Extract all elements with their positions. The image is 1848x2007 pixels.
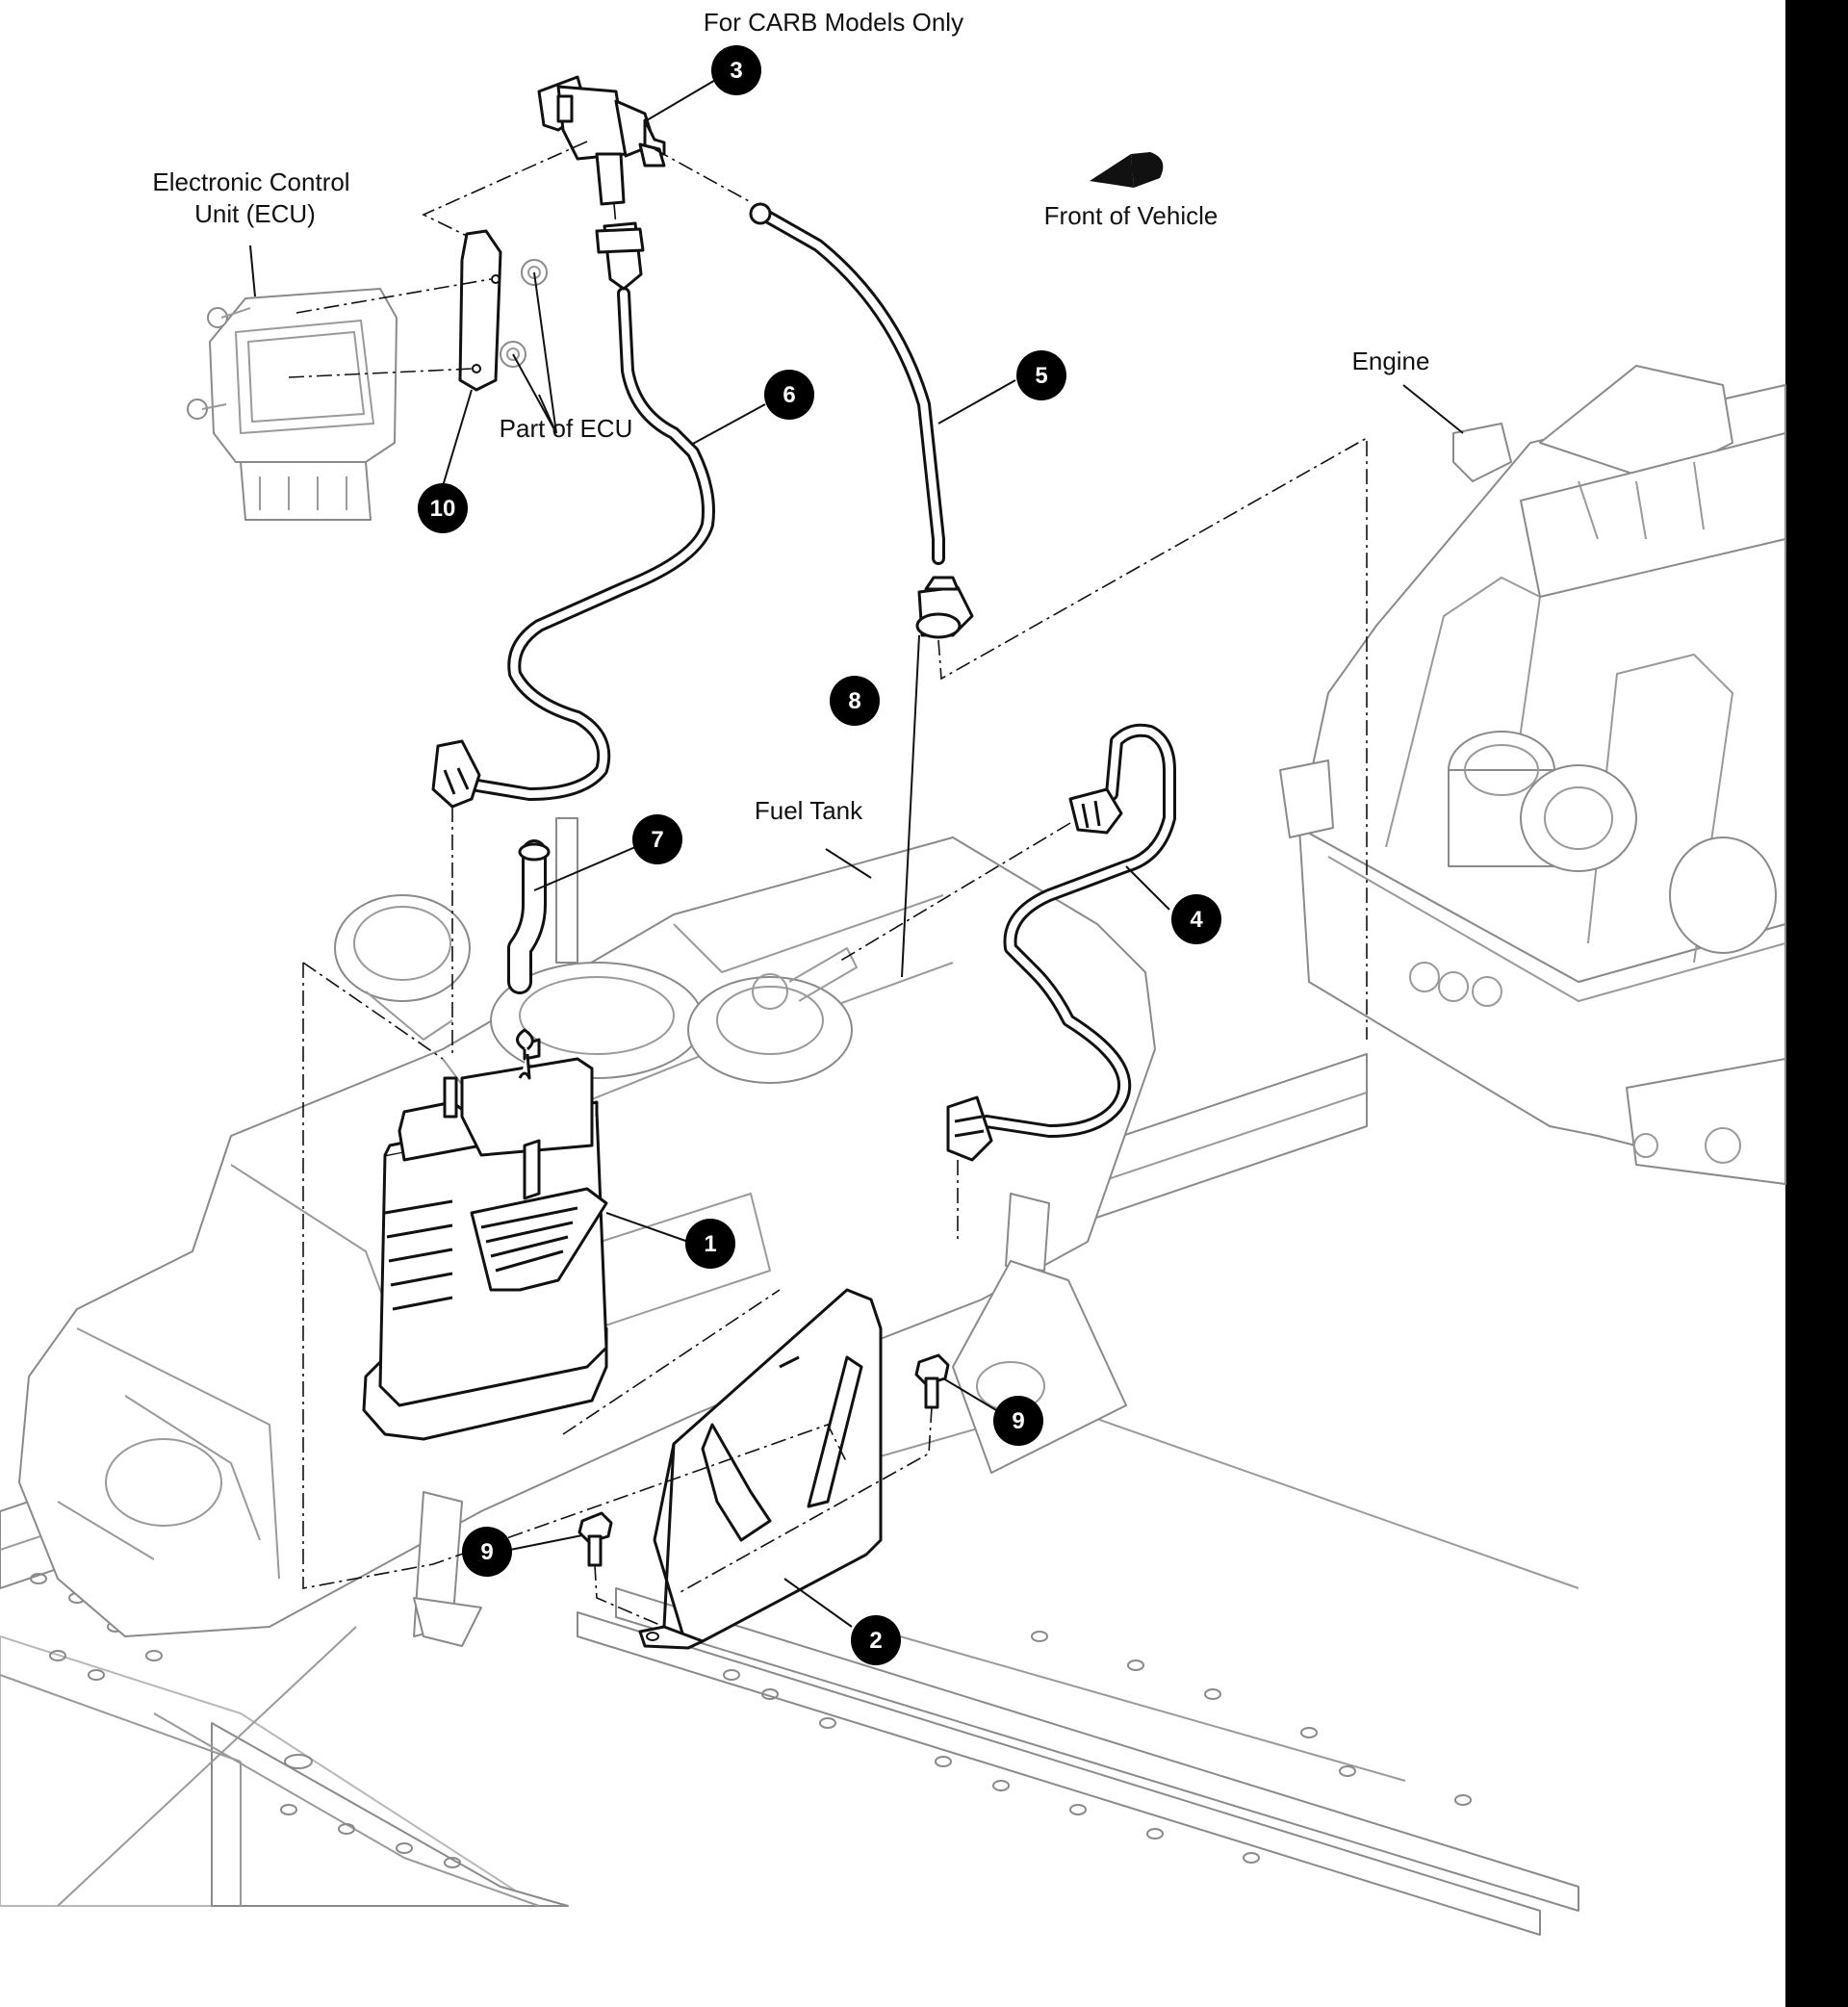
- svg-text:7: 7: [651, 827, 663, 853]
- bolt-lower: [578, 1511, 613, 1567]
- label-ecu-line1: Electronic Control: [152, 167, 349, 196]
- svg-text:4: 4: [1190, 907, 1203, 933]
- svg-text:10: 10: [430, 496, 456, 522]
- svg-text:9: 9: [1012, 1408, 1024, 1434]
- callout-5: 5: [1016, 350, 1066, 400]
- alignment-lines: [288, 141, 1368, 1628]
- callout-4: 4: [1171, 894, 1221, 944]
- label-ecu-line2: Unit (ECU): [194, 199, 316, 228]
- heat-shield: [638, 1288, 883, 1650]
- hose-clamp: [915, 576, 974, 639]
- hose-6: [431, 221, 715, 809]
- svg-text:8: 8: [848, 688, 860, 714]
- front-arrow-icon: [1090, 152, 1164, 188]
- svg-text:3: 3: [730, 58, 742, 84]
- label-front-of-vehicle: Front of Vehicle: [1044, 201, 1219, 230]
- vent-hose: [507, 839, 551, 994]
- charcoal-canister: [362, 1028, 608, 1441]
- purge-solenoid-valve: [537, 75, 666, 206]
- callout-1: 1: [685, 1219, 735, 1269]
- svg-text:6: 6: [783, 382, 795, 408]
- frame-holes: [30, 1573, 1472, 1868]
- svg-text:9: 9: [480, 1539, 493, 1565]
- engine: [1279, 365, 1786, 1185]
- callout-7: 7: [632, 814, 682, 864]
- svg-text:5: 5: [1035, 363, 1047, 389]
- callout-8: 8: [830, 676, 880, 726]
- hose-4: [946, 723, 1176, 1162]
- callout-3: 3: [711, 45, 761, 95]
- label-part-of-ecu: Part of ECU: [500, 414, 633, 443]
- bolt-upper: [914, 1353, 950, 1409]
- electronic-control-unit: [187, 288, 398, 521]
- label-engine: Engine: [1352, 347, 1430, 375]
- label-fuel-tank: Fuel Tank: [755, 796, 863, 825]
- hose-5: [749, 202, 945, 565]
- right-black-band: [1785, 0, 1848, 2007]
- callout-6: 6: [764, 370, 814, 420]
- callout-10: 10: [418, 483, 468, 533]
- callout-2: 2: [851, 1615, 901, 1665]
- label-carb-models: For CARB Models Only: [704, 8, 963, 37]
- svg-text:2: 2: [869, 1628, 882, 1654]
- ecu-mounting-bracket: [458, 229, 502, 392]
- leader-lines: [249, 78, 1464, 1628]
- callout-9-lower: 9: [462, 1527, 512, 1577]
- svg-text:1: 1: [704, 1231, 716, 1257]
- callout-9-upper: 9: [993, 1396, 1043, 1446]
